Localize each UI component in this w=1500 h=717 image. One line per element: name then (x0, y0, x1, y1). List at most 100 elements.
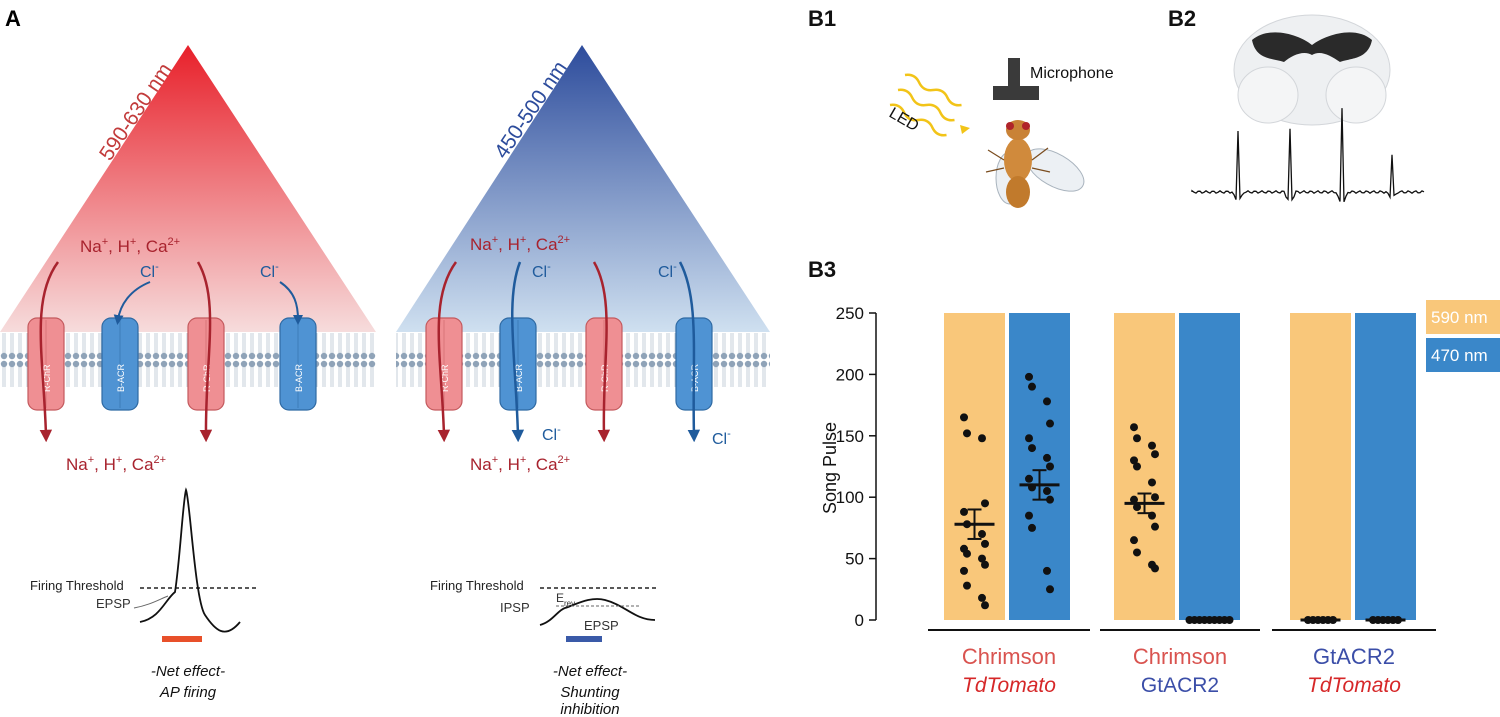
data-point (1148, 478, 1156, 487)
cl-out-label-2: Cl-​ (712, 428, 731, 448)
ions-in-label: Na+​, H+​, Ca2+​ (80, 236, 180, 256)
cl-arrow-1 (511, 261, 525, 443)
group-label-line1: Chrimson (1133, 644, 1227, 669)
result-label-left: AP firing (159, 684, 217, 701)
result-label-right-1: Shunting (560, 684, 620, 701)
cl-out-label-1: Cl-​ (542, 424, 561, 444)
cation-arrow-2 (196, 261, 213, 443)
data-point (1043, 453, 1051, 462)
bar (1290, 313, 1351, 620)
panel-label-b3: B3 (808, 257, 836, 282)
data-point (1133, 462, 1141, 471)
cation-arrow-2 (592, 261, 611, 443)
ipsp-label: IPSP (500, 600, 530, 615)
data-point (963, 429, 971, 438)
song-pulse-trace (1191, 108, 1425, 203)
panel-a-left: 590-630 nm Na+​, H+​, Ca2+​ Cl-​ Cl-​ R-… (0, 45, 376, 701)
y-axis-label: Song Pulse (820, 422, 840, 514)
data-point (1133, 548, 1141, 557)
data-point (1025, 474, 1033, 483)
y-tick-label: 200 (836, 365, 864, 384)
data-point (960, 507, 968, 516)
channel-label: B-ACR (294, 363, 304, 392)
data-point (978, 593, 986, 602)
data-point (963, 581, 971, 590)
data-point (981, 560, 989, 569)
panel-label-a: A (5, 6, 21, 31)
data-point (1046, 419, 1054, 428)
data-point (981, 601, 989, 610)
cl-arrow-2 (678, 261, 701, 443)
led-light-icon (889, 73, 970, 137)
group-label-line1: GtACR2 (1313, 644, 1395, 669)
stim-bar-blue (566, 636, 602, 642)
brain-icon (1233, 14, 1391, 126)
channel-rchr-1: R-ChR (27, 317, 65, 411)
panel-a-right: 450-500 nm Na+​, H+​, Ca2+​ Cl-​ Cl-​ R-… (396, 45, 770, 717)
channel-bacr-1: B-ACR (101, 317, 139, 411)
cl-label-2: Cl-​ (260, 261, 279, 281)
legend-swatch (1426, 338, 1500, 372)
legend-label: 590 nm (1431, 308, 1488, 327)
epsp-label: EPSP (96, 596, 131, 611)
bar (944, 313, 1005, 620)
cl-label-1: Cl-​ (532, 261, 551, 281)
data-point (1025, 372, 1033, 381)
ions-out-label: Na+​, H+​, Ca2+​ (66, 454, 166, 474)
led-label: LED (886, 105, 921, 135)
bar (1114, 313, 1175, 620)
channel-label: B-ACR (514, 363, 524, 392)
data-point (1028, 444, 1036, 453)
firing-threshold-label: Firing Threshold (430, 578, 524, 593)
fly-icon (985, 120, 1085, 208)
panel-b1: LED Microphone (886, 58, 1114, 208)
y-tick-label: 150 (836, 427, 864, 446)
data-point (1151, 493, 1159, 502)
ions-in-label: Na+​, H+​, Ca2+​ (470, 234, 570, 254)
data-point (1025, 511, 1033, 520)
y-tick-label: 250 (836, 304, 864, 323)
epsp-pointer (133, 595, 169, 609)
group-label-line2: TdTomato (1307, 674, 1401, 697)
data-point (978, 554, 986, 563)
data-point (1151, 564, 1159, 573)
bar (1179, 313, 1240, 620)
ions-out-label: Na+​, H+​, Ca2+​ (470, 454, 570, 474)
y-tick-label: 0 (855, 611, 864, 630)
data-point (1130, 536, 1138, 545)
stim-bar-red (162, 636, 202, 642)
data-point (1046, 495, 1054, 504)
group-label-line2: GtACR2 (1141, 674, 1219, 697)
erev-label: Erev (556, 591, 575, 608)
data-point (978, 530, 986, 539)
group-label-line2: TdTomato (962, 674, 1056, 697)
legend-label: 470 nm (1431, 346, 1488, 365)
light-cone-blue (396, 45, 770, 332)
y-tick-label: 100 (836, 488, 864, 507)
panel-b2 (1191, 14, 1425, 203)
cl-label-1: Cl-​ (140, 261, 159, 281)
microphone-label: Microphone (1030, 65, 1114, 82)
data-point (1043, 566, 1051, 575)
data-point (981, 539, 989, 548)
data-point (1151, 522, 1159, 531)
data-point (1046, 585, 1054, 594)
data-point (978, 434, 986, 443)
channel-label: R-ChR (42, 364, 52, 392)
data-point (1043, 397, 1051, 406)
data-point (1043, 487, 1051, 496)
legend-swatch (1426, 300, 1500, 334)
data-point (1130, 423, 1138, 432)
data-point (1130, 495, 1138, 504)
ap-trace (139, 487, 241, 633)
firing-threshold-label: Firing Threshold (30, 578, 124, 593)
net-effect-label-left: -Net effect- (151, 663, 225, 680)
epsp-label: EPSP (584, 618, 619, 633)
data-point (1028, 382, 1036, 391)
data-point (1133, 503, 1141, 512)
cl-label-2: Cl-​ (658, 261, 677, 281)
data-point (1151, 450, 1159, 459)
panel-label-b2: B2 (1168, 6, 1196, 31)
